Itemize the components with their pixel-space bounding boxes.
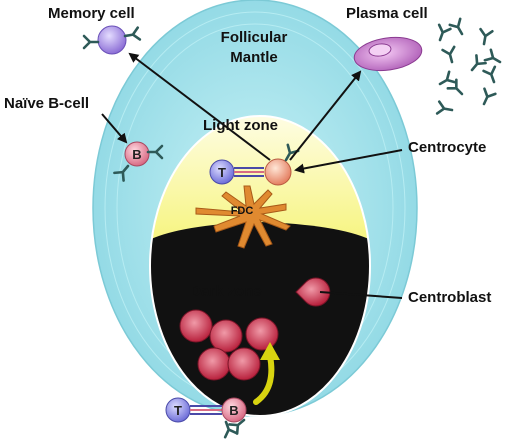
dark-zone-label: Dark zone: [190, 283, 262, 300]
arrow-to-plasma-cell: [289, 70, 362, 161]
arrow-to-memory-cell: [128, 52, 271, 161]
arrows: [101, 52, 403, 299]
follicular-mantle-label-line2: Mantle: [230, 49, 278, 66]
b-cell-entry: B: [219, 397, 250, 439]
t-cell-entry: T: [165, 397, 191, 423]
centrocyte-cell: [264, 143, 300, 186]
fdc-cell: FDC: [195, 185, 291, 249]
tcr-bond-entry: [190, 405, 222, 415]
t-cell-light-zone: T: [209, 159, 235, 185]
plasma-cell-label: Plasma cell: [346, 5, 428, 22]
tcr-bond-light: [234, 167, 264, 177]
naive-b-cell-label: Naïve B-cell: [4, 95, 89, 112]
centroblast-label: Centroblast: [408, 289, 491, 306]
dividing-centroblast: [295, 277, 331, 307]
b-cell-letter-entry: B: [229, 403, 238, 418]
memory-cell: [82, 25, 142, 55]
centrocyte-label: Centrocyte: [408, 139, 486, 156]
centroblast-cluster: [179, 309, 279, 381]
light-zone-label: Light zone: [203, 117, 278, 134]
arrow-centrocyte: [294, 149, 403, 174]
t-cell-letter-light: T: [218, 165, 226, 180]
plasma-cell: [353, 36, 423, 72]
t-cell-letter-entry: T: [174, 403, 182, 418]
naive-b-cell: B: [113, 141, 164, 182]
follicular-mantle-label-line1: Follicular: [221, 29, 288, 46]
arrow-naive-b-cell: [101, 113, 128, 144]
entry-arrow: [253, 342, 280, 405]
memory-cell-label: Memory cell: [48, 5, 135, 22]
fdc-label: FDC: [231, 205, 254, 217]
antibody-cluster: [433, 17, 505, 118]
naive-b-cell-letter: B: [132, 147, 141, 162]
line-centroblast: [319, 291, 403, 299]
